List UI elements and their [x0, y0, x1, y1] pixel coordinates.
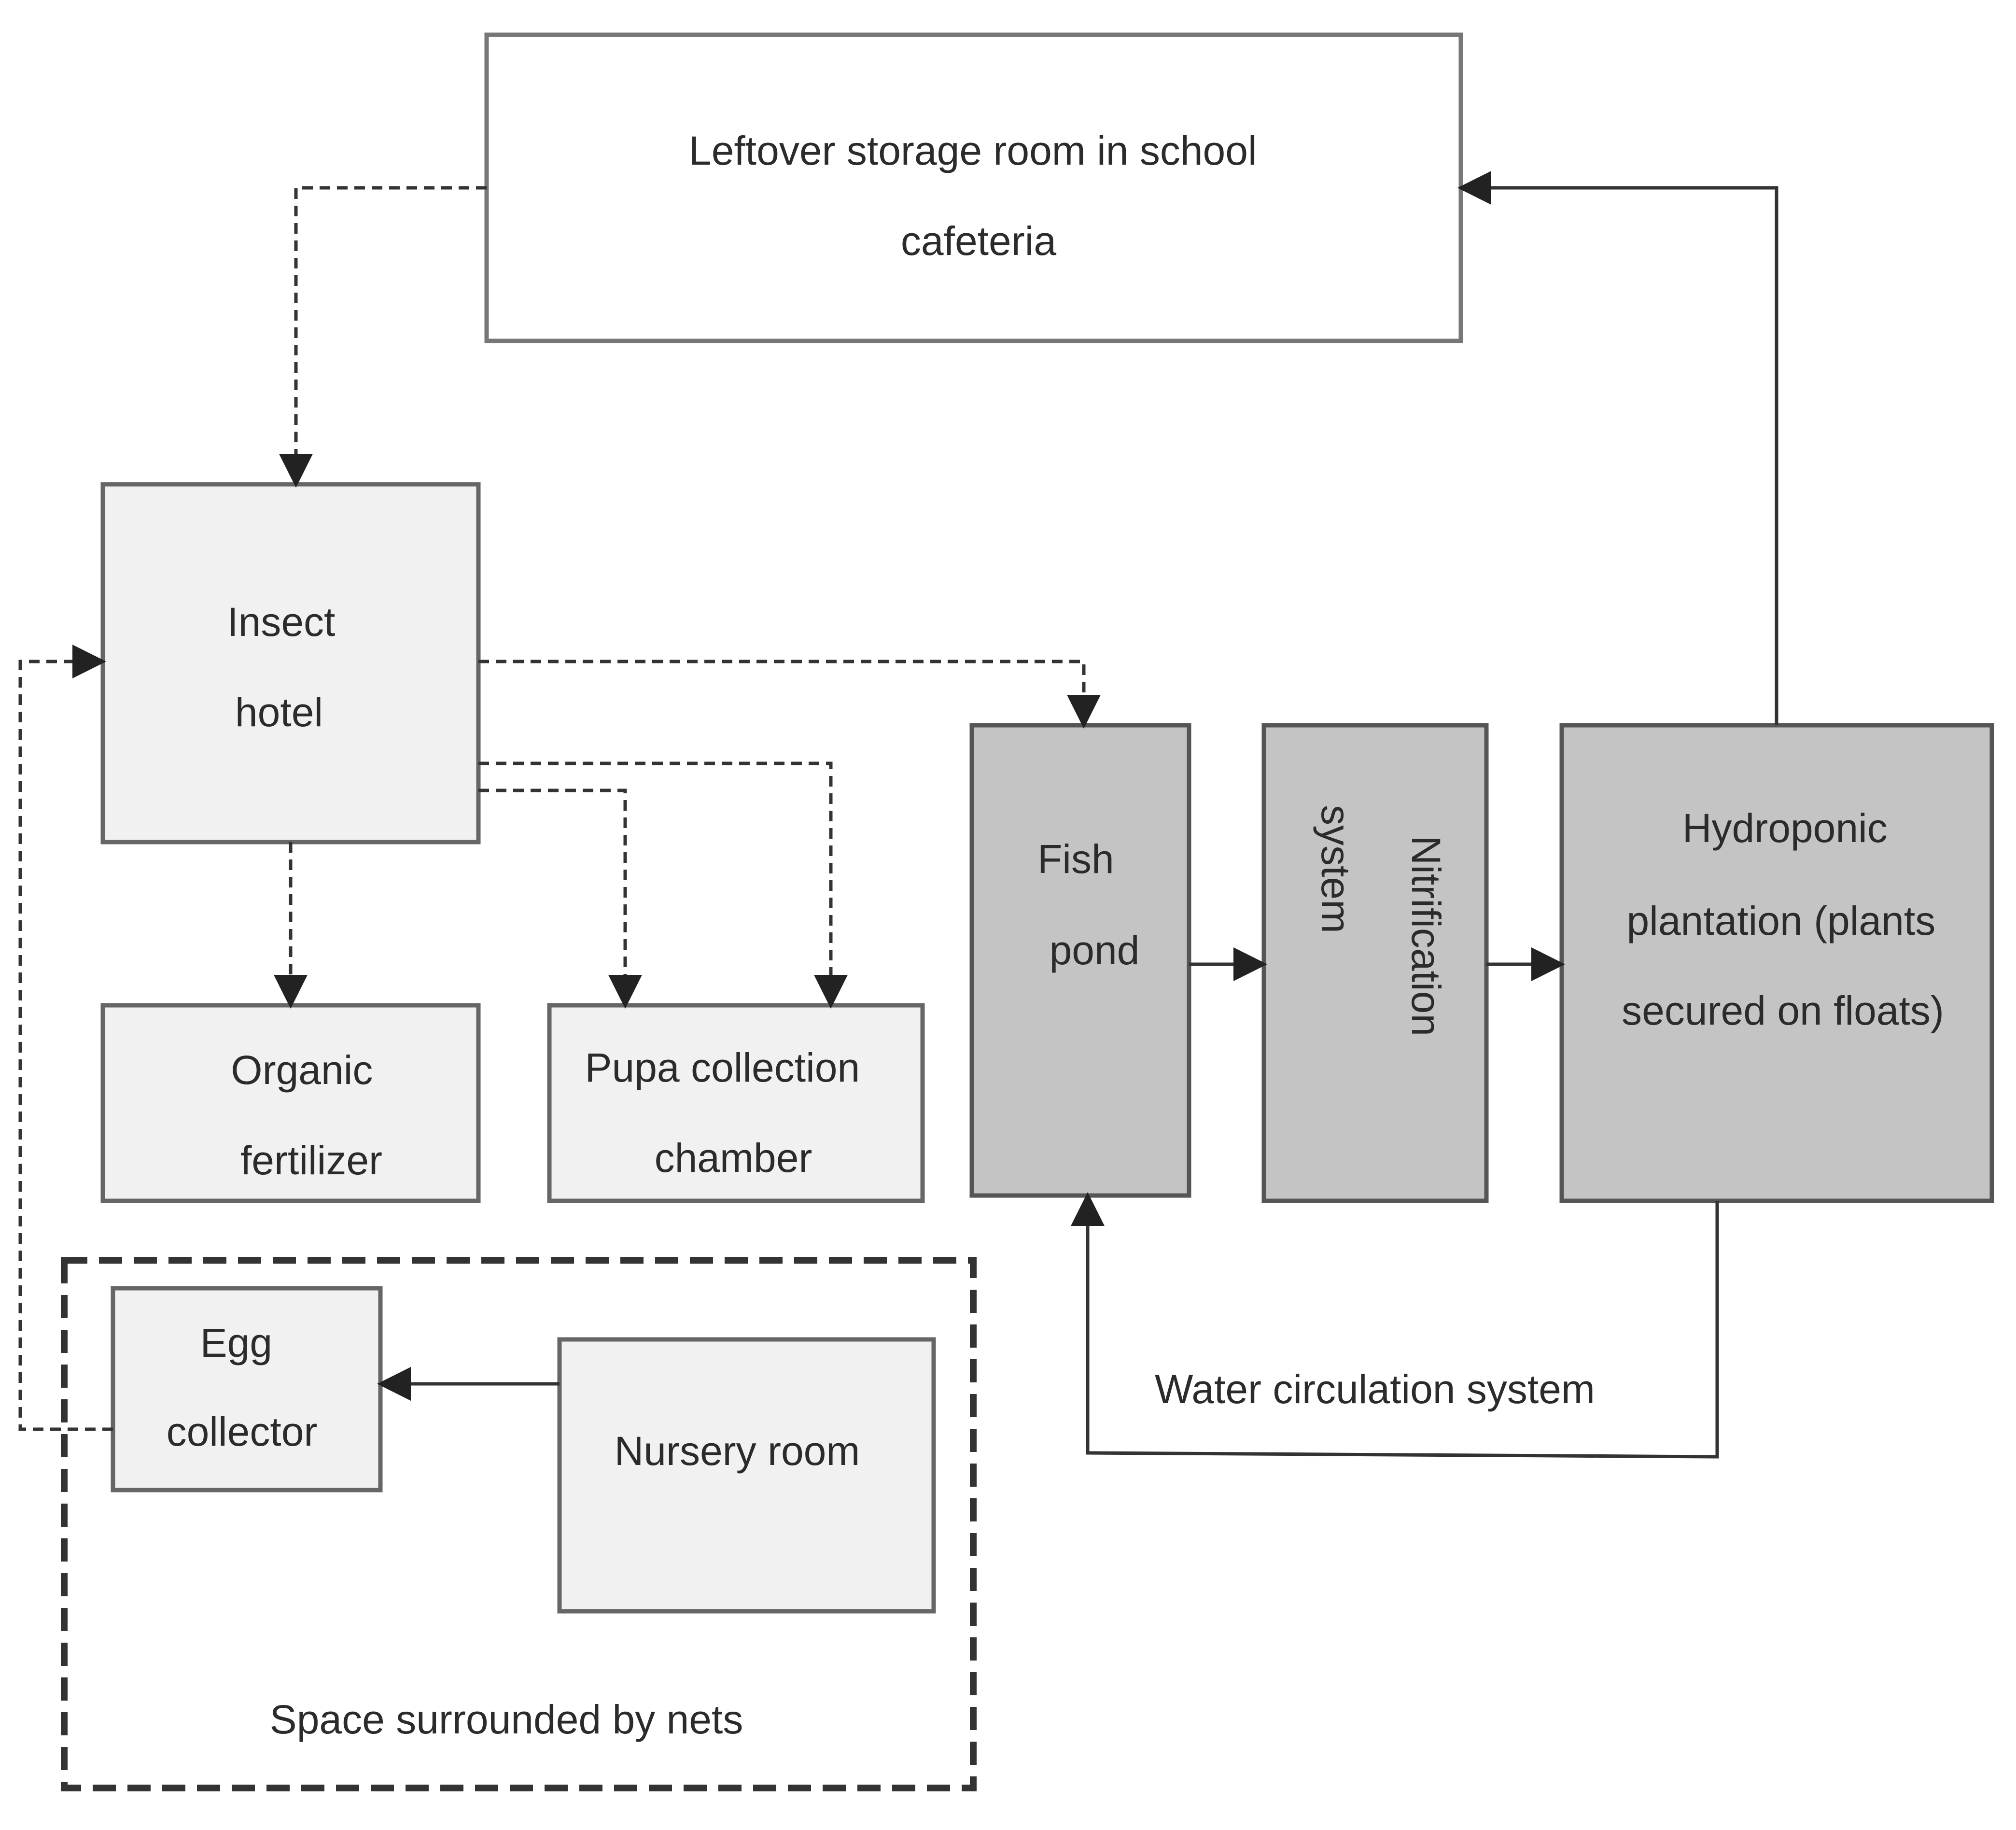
- organic-fertilizer-label: Organic fertilizer: [231, 1047, 384, 1183]
- egg-collector-label: Egg collector: [167, 1320, 318, 1454]
- pupa-chamber-box: [547, 1003, 925, 1203]
- organic-fertilizer-box: [100, 1003, 481, 1203]
- water-circulation-label: Water circulation system: [1155, 1366, 1595, 1412]
- pupa-chamber-label: Pupa collection chamber: [585, 1045, 871, 1181]
- hydroponic-label: Hydroponic plantation (plants secured on…: [1622, 805, 1946, 1033]
- leftover-storage-label: Leftover storage room in school cafeteri…: [689, 128, 1268, 264]
- nursery-room-label: Nursery room: [615, 1428, 860, 1474]
- egg-collector-box: [111, 1286, 383, 1492]
- insect-hotel-label: Insect hotel: [227, 599, 346, 735]
- edge-hydroponic-to-leftover-storage: [1457, 171, 1778, 725]
- net-boundary: [61, 1257, 977, 1791]
- fish-pond-label: Fish pond: [1037, 836, 1139, 973]
- edge-insect-hotel-to-pupa-chamber-b: [478, 761, 848, 1009]
- edge-leftover-to-insect-hotel: [279, 186, 487, 488]
- svg-text:Nitrification system: Nitrification system: [1313, 805, 1449, 1047]
- edge-insect-hotel-to-pupa-chamber-a: [478, 788, 642, 1009]
- net-space-label: Space surrounded by nets: [270, 1697, 743, 1742]
- leftover-storage-box: [484, 32, 1463, 343]
- edge-water-circulation: [1071, 1192, 1719, 1459]
- nitrification-box: [1261, 723, 1489, 1203]
- nitrification-label: Nitrification system: [1313, 805, 1449, 1047]
- edge-insect-hotel-to-fish-pond: [478, 660, 1101, 729]
- insect-hotel-box: [100, 482, 481, 845]
- hydroponic-box: [1559, 723, 1994, 1203]
- edge-egg-collector-to-insect-hotel: [18, 645, 113, 1431]
- nursery-room-box: [557, 1337, 936, 1614]
